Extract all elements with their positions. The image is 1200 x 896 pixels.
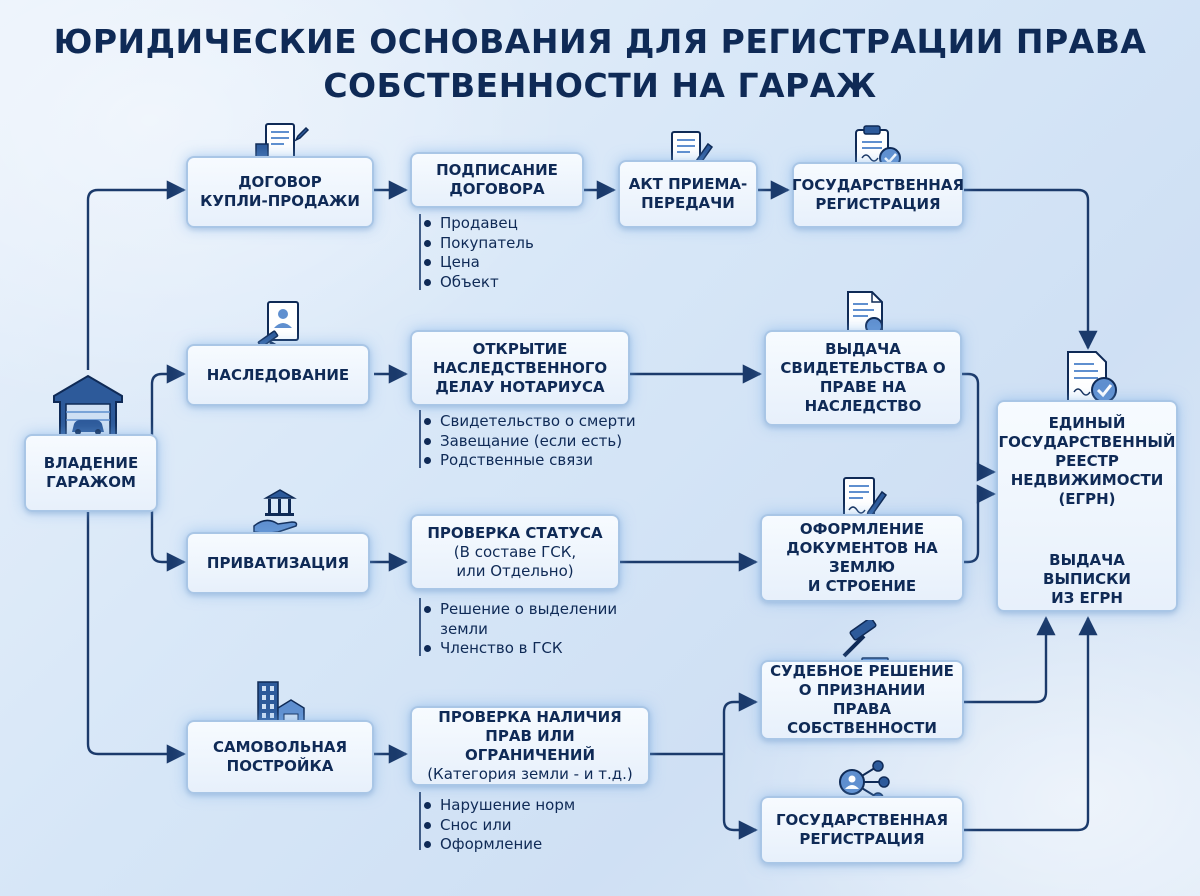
root-box: ВЛАДЕНИЕ ГАРАЖОМ (24, 434, 158, 512)
list-item: Нарушение норм (424, 796, 575, 816)
list-item: Завещание (если есть) (424, 432, 636, 452)
arrow-check-to-registration (722, 754, 758, 840)
rights-bullets: Нарушение норм Снос или Оформление (424, 796, 575, 855)
arrow-certificate-to-egrn (962, 372, 996, 482)
document-sign-icon (843, 477, 888, 519)
signing-bullets: Продавец Покупатель Цена Объект (424, 214, 534, 292)
registration2-label: ГОСУДАРСТВЕННАЯ РЕГИСТРАЦИЯ (775, 811, 949, 848)
arrow-registration2-to-egrn (964, 616, 1098, 832)
privatization-box: ПРИВАТИЗАЦИЯ (186, 532, 370, 594)
list-item: Оформление (424, 835, 575, 855)
arrow-root-to-unauthorized (86, 512, 186, 764)
registration-label: ГОСУДАРСТВЕННАЯ РЕГИСТРАЦИЯ (791, 176, 965, 213)
egrn-box: ЕДИНЫЙ ГОСУДАРСТВЕННЫЙ РЕЕСТР НЕДВИЖИМОС… (996, 400, 1178, 612)
list-item: Решение о выделении земли (424, 600, 617, 639)
opening-bullets: Свидетельство о смерти Завещание (если е… (424, 412, 636, 471)
egrn-label: ЕДИНЫЙ ГОСУДАРСТВЕННЫЙ РЕЕСТР НЕДВИЖИМОС… (998, 414, 1176, 508)
purchase-box: ДОГОВОР КУПЛИ-ПРОДАЖИ (186, 156, 374, 228)
list-item: Покупатель (424, 234, 534, 254)
status-bullets: Решение о выделении земли Членство в ГСК (424, 600, 617, 659)
share-network-icon (839, 760, 890, 804)
status-check-box: ПРОВЕРКА СТАТУСА (В составе ГСК, или Отд… (410, 514, 620, 590)
arrow-documents-to-egrn (964, 484, 996, 564)
list-item: Продавец (424, 214, 534, 234)
arrow-root-to-purchase (86, 180, 186, 370)
arrow-root-to-privatization (150, 470, 186, 572)
list-item: Свидетельство о смерти (424, 412, 636, 432)
registry-seal-icon (1067, 351, 1117, 403)
arrow-check-to-court (722, 692, 758, 754)
status-check-sub: (В составе ГСК, или Отдельно) (453, 542, 577, 580)
root-label: ВЛАДЕНИЕ ГАРАЖОМ (43, 454, 139, 491)
registration-box: ГОСУДАРСТВЕННАЯ РЕГИСТРАЦИЯ (792, 162, 964, 228)
documents-label: ОФОРМЛЕНИЕ ДОКУМЕНТОВ НА ЗЕМЛЮ И СТРОЕНИ… (786, 520, 938, 595)
certificate-label: ВЫДАЧА СВИДЕТЕЛЬСТВА О ПРАВЕ НА НАСЛЕДСТ… (780, 340, 946, 415)
documents-box: ОФОРМЛЕНИЕ ДОКУМЕНТОВ НА ЗЕМЛЮ И СТРОЕНИ… (760, 514, 964, 602)
court-decision-label: СУДЕБНОЕ РЕШЕНИЕ О ПРИЗНАНИИ ПРАВА СОБСТ… (770, 662, 954, 737)
arrow-root-to-inheritance (150, 364, 186, 470)
signing-label: ПОДПИСАНИЕ ДОГОВОРА (436, 161, 558, 198)
title-line-2: СОБСТВЕННОСТИ НА ГАРАЖ (323, 66, 877, 105)
list-item: Объект (424, 273, 534, 293)
list-item: Цена (424, 253, 534, 273)
status-check-label: ПРОВЕРКА СТАТУСА (427, 523, 603, 542)
opening-label: ОТКРЫТИЕ НАСЛЕДСТВЕННОГО ДЕЛАУ НОТАРИУСА (432, 339, 608, 396)
court-decision-box: СУДЕБНОЕ РЕШЕНИЕ О ПРИЗНАНИИ ПРАВА СОБСТ… (760, 660, 964, 740)
garage-icon (53, 374, 123, 437)
title-line-1: ЮРИДИЧЕСКИЕ ОСНОВАНИЯ ДЛЯ РЕГИСТРАЦИИ ПР… (53, 22, 1147, 61)
list-item: Родственные связи (424, 451, 636, 471)
inheritance-box: НАСЛЕДОВАНИЕ (186, 344, 370, 406)
privatization-label: ПРИВАТИЗАЦИЯ (206, 553, 350, 572)
arrow-court-to-egrn (964, 616, 1056, 704)
unauthorized-label: САМОВОЛЬНАЯ ПОСТРОЙКА (212, 738, 348, 775)
act-label: АКТ ПРИЕМА- ПЕРЕДАЧИ (628, 175, 748, 212)
unauthorized-box: САМОВОЛЬНАЯ ПОСТРОЙКА (186, 720, 374, 794)
certificate-box: ВЫДАЧА СВИДЕТЕЛЬСТВА О ПРАВЕ НА НАСЛЕДСТ… (764, 330, 962, 426)
registration2-box: ГОСУДАРСТВЕННАЯ РЕГИСТРАЦИЯ (760, 796, 964, 864)
opening-box: ОТКРЫТИЕ НАСЛЕДСТВЕННОГО ДЕЛАУ НОТАРИУСА (410, 330, 630, 406)
arrow-registration-to-egrn (964, 188, 1098, 350)
rights-check-sub: (Категория земли - и т.д.) (427, 765, 633, 783)
act-box: АКТ ПРИЕМА- ПЕРЕДАЧИ (618, 160, 758, 228)
contract-icon (255, 123, 310, 167)
inheritance-label: НАСЛЕДОВАНИЕ (206, 365, 350, 384)
purchase-label: ДОГОВОР КУПЛИ-ПРОДАЖИ (200, 173, 360, 210)
list-item: Снос или (424, 816, 575, 836)
list-item: Членство в ГСК (424, 639, 617, 659)
signing-box: ПОДПИСАНИЕ ДОГОВОРА (410, 152, 584, 208)
notary-icon (257, 301, 299, 350)
rights-check-label: ПРОВЕРКА НАЛИЧИЯ ПРАВ ИЛИ ОГРАНИЧЕНИЙ (438, 708, 622, 764)
government-hand-icon (253, 489, 298, 534)
egrn-extract-label: ВЫДАЧА ВЫПИСКИ ИЗ ЕГРН (1043, 551, 1131, 607)
page-title: ЮРИДИЧЕСКИЕ ОСНОВАНИЯ ДЛЯ РЕГИСТРАЦИИ ПР… (0, 20, 1200, 108)
rights-check-box: ПРОВЕРКА НАЛИЧИЯ ПРАВ ИЛИ ОГРАНИЧЕНИЙ (К… (410, 706, 650, 786)
